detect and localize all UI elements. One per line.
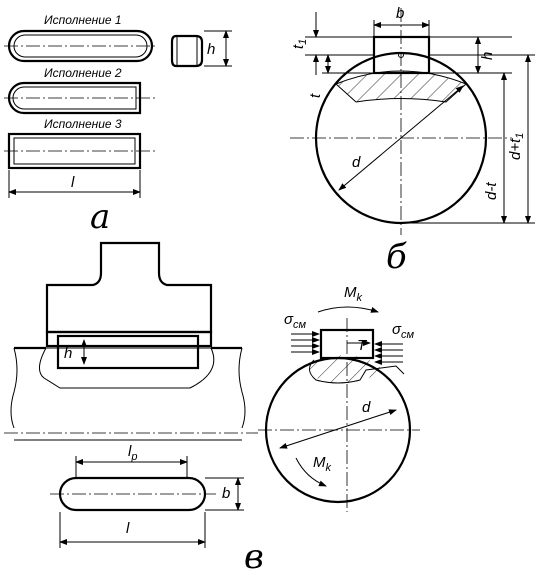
left-stress-arrows — [291, 331, 320, 355]
dim-d-minus-t-label: d-t — [483, 182, 500, 200]
moment-label-inner: Mk — [313, 454, 332, 474]
dim-b-label-v: b — [222, 485, 230, 502]
dimension-t: t — [307, 54, 374, 98]
dim-h-label-v: h — [64, 345, 72, 362]
figure-v-key-plan: lp b l — [50, 443, 244, 548]
figure-b: b t1 t h d+t1 d-t — [290, 5, 535, 277]
key-side-view: h — [170, 30, 232, 68]
dim-d-plus-t1-label: d+t1 — [507, 133, 526, 160]
sigma-label-left: σсм — [284, 311, 307, 331]
dim-d-label-v: d — [362, 399, 371, 416]
variant-1-label: Исполнение 1 — [44, 13, 122, 27]
dimension-b: b — [373, 5, 430, 37]
caption-b: б — [386, 237, 407, 277]
dimension-l-a: l — [8, 170, 141, 198]
moment-label-outer: Mk — [344, 284, 363, 304]
variant-2-label: Исполнение 2 — [44, 66, 122, 80]
dim-lp-label: lp — [128, 443, 137, 463]
force-t-label: T — [357, 337, 368, 354]
caption-v: в — [244, 537, 264, 577]
dim-l-label: l — [71, 174, 75, 191]
dim-h-label-b: h — [479, 52, 496, 60]
dim-b-label: b — [396, 5, 404, 22]
sigma-label-right: σсм — [392, 321, 415, 341]
variant-3-label: Исполнение 3 — [44, 117, 122, 131]
key-variant-1 — [4, 29, 158, 63]
key-variant-2 — [4, 81, 158, 115]
right-stress-arrows — [374, 341, 403, 365]
dimension-d-minus-t: d-t — [483, 72, 507, 224]
figure-v-shaft: d Mk Mk σсм σсм T в — [244, 284, 420, 577]
dimension-t1: t1 — [290, 12, 374, 75]
key-variant-3 — [4, 132, 158, 170]
dim-t1-label: t1 — [290, 39, 309, 49]
figure-a: Исполнение 1 Исполнение 2 Исполнение 3 l — [4, 13, 232, 237]
dim-t-label: t — [307, 93, 324, 98]
caption-a: а — [90, 197, 110, 237]
dim-d-label-b: d — [352, 154, 361, 171]
dimension-d-plus-t1: d+t1 — [401, 54, 535, 224]
dim-h-label-a: h — [207, 41, 215, 58]
figure-v-assembly: h — [4, 241, 258, 441]
dimension-d-b: d — [338, 85, 464, 191]
dim-l-label-v: l — [126, 520, 130, 537]
